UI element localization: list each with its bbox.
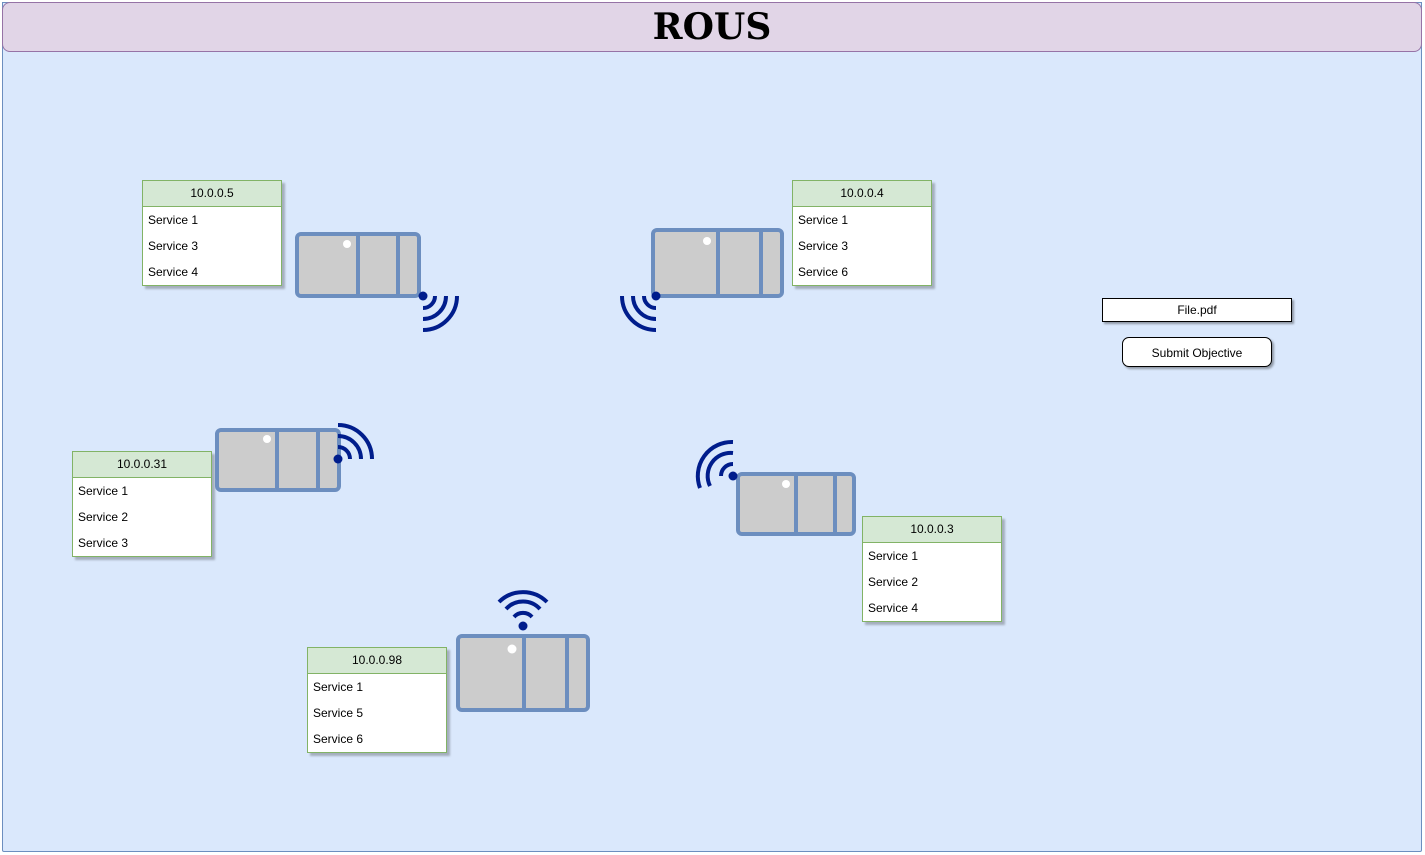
host-card[interactable]: 10.0.0.5 Service 1 Service 3 Service 4: [142, 180, 282, 286]
host-ip: 10.0.0.3: [863, 517, 1001, 543]
wireless-router-icon[interactable]: [212, 420, 382, 500]
host-service: Service 4: [868, 601, 919, 615]
host-card[interactable]: 10.0.0.98 Service 1 Service 5 Service 6: [307, 647, 447, 753]
host-card[interactable]: 10.0.0.31 Service 1 Service 2 Service 3: [72, 451, 212, 557]
host-service: Service 1: [148, 213, 199, 227]
host-service: Service 3: [78, 536, 129, 550]
submit-objective-button[interactable]: Submit Objective: [1122, 337, 1272, 367]
wifi-signal-icon: [497, 590, 549, 631]
wifi-signal-icon: [695, 439, 738, 489]
wifi-signal-icon: [333, 423, 374, 464]
wireless-router-icon[interactable]: [618, 224, 788, 334]
host-service: Service 1: [868, 549, 919, 563]
host-card[interactable]: 10.0.0.3 Service 1 Service 2 Service 4: [862, 516, 1002, 622]
host-service: Service 5: [313, 706, 364, 720]
wireless-router-icon[interactable]: [292, 228, 462, 338]
host-ip: 10.0.0.5: [143, 181, 281, 207]
host-service: Service 4: [148, 265, 199, 279]
host-service: Service 3: [798, 239, 849, 253]
host-ip: 10.0.0.4: [793, 181, 931, 207]
host-service: Service 1: [78, 484, 129, 498]
host-service: Service 1: [313, 680, 364, 694]
host-service: Service 6: [798, 265, 849, 279]
host-card[interactable]: 10.0.0.4 Service 1 Service 3 Service 6: [792, 180, 932, 286]
host-ip: 10.0.0.31: [73, 452, 211, 478]
wireless-router-icon[interactable]: [452, 588, 597, 718]
wireless-router-icon[interactable]: [692, 438, 862, 542]
host-service: Service 1: [798, 213, 849, 227]
file-attachment[interactable]: File.pdf: [1102, 298, 1292, 322]
host-service: Service 3: [148, 239, 199, 253]
host-service: Service 2: [78, 510, 129, 524]
page-title: ROUS: [2, 2, 1422, 52]
host-service: Service 2: [868, 575, 919, 589]
wifi-signal-icon: [620, 291, 661, 332]
host-ip: 10.0.0.98: [308, 648, 446, 674]
host-service: Service 6: [313, 732, 364, 746]
wifi-signal-icon: [418, 291, 459, 332]
